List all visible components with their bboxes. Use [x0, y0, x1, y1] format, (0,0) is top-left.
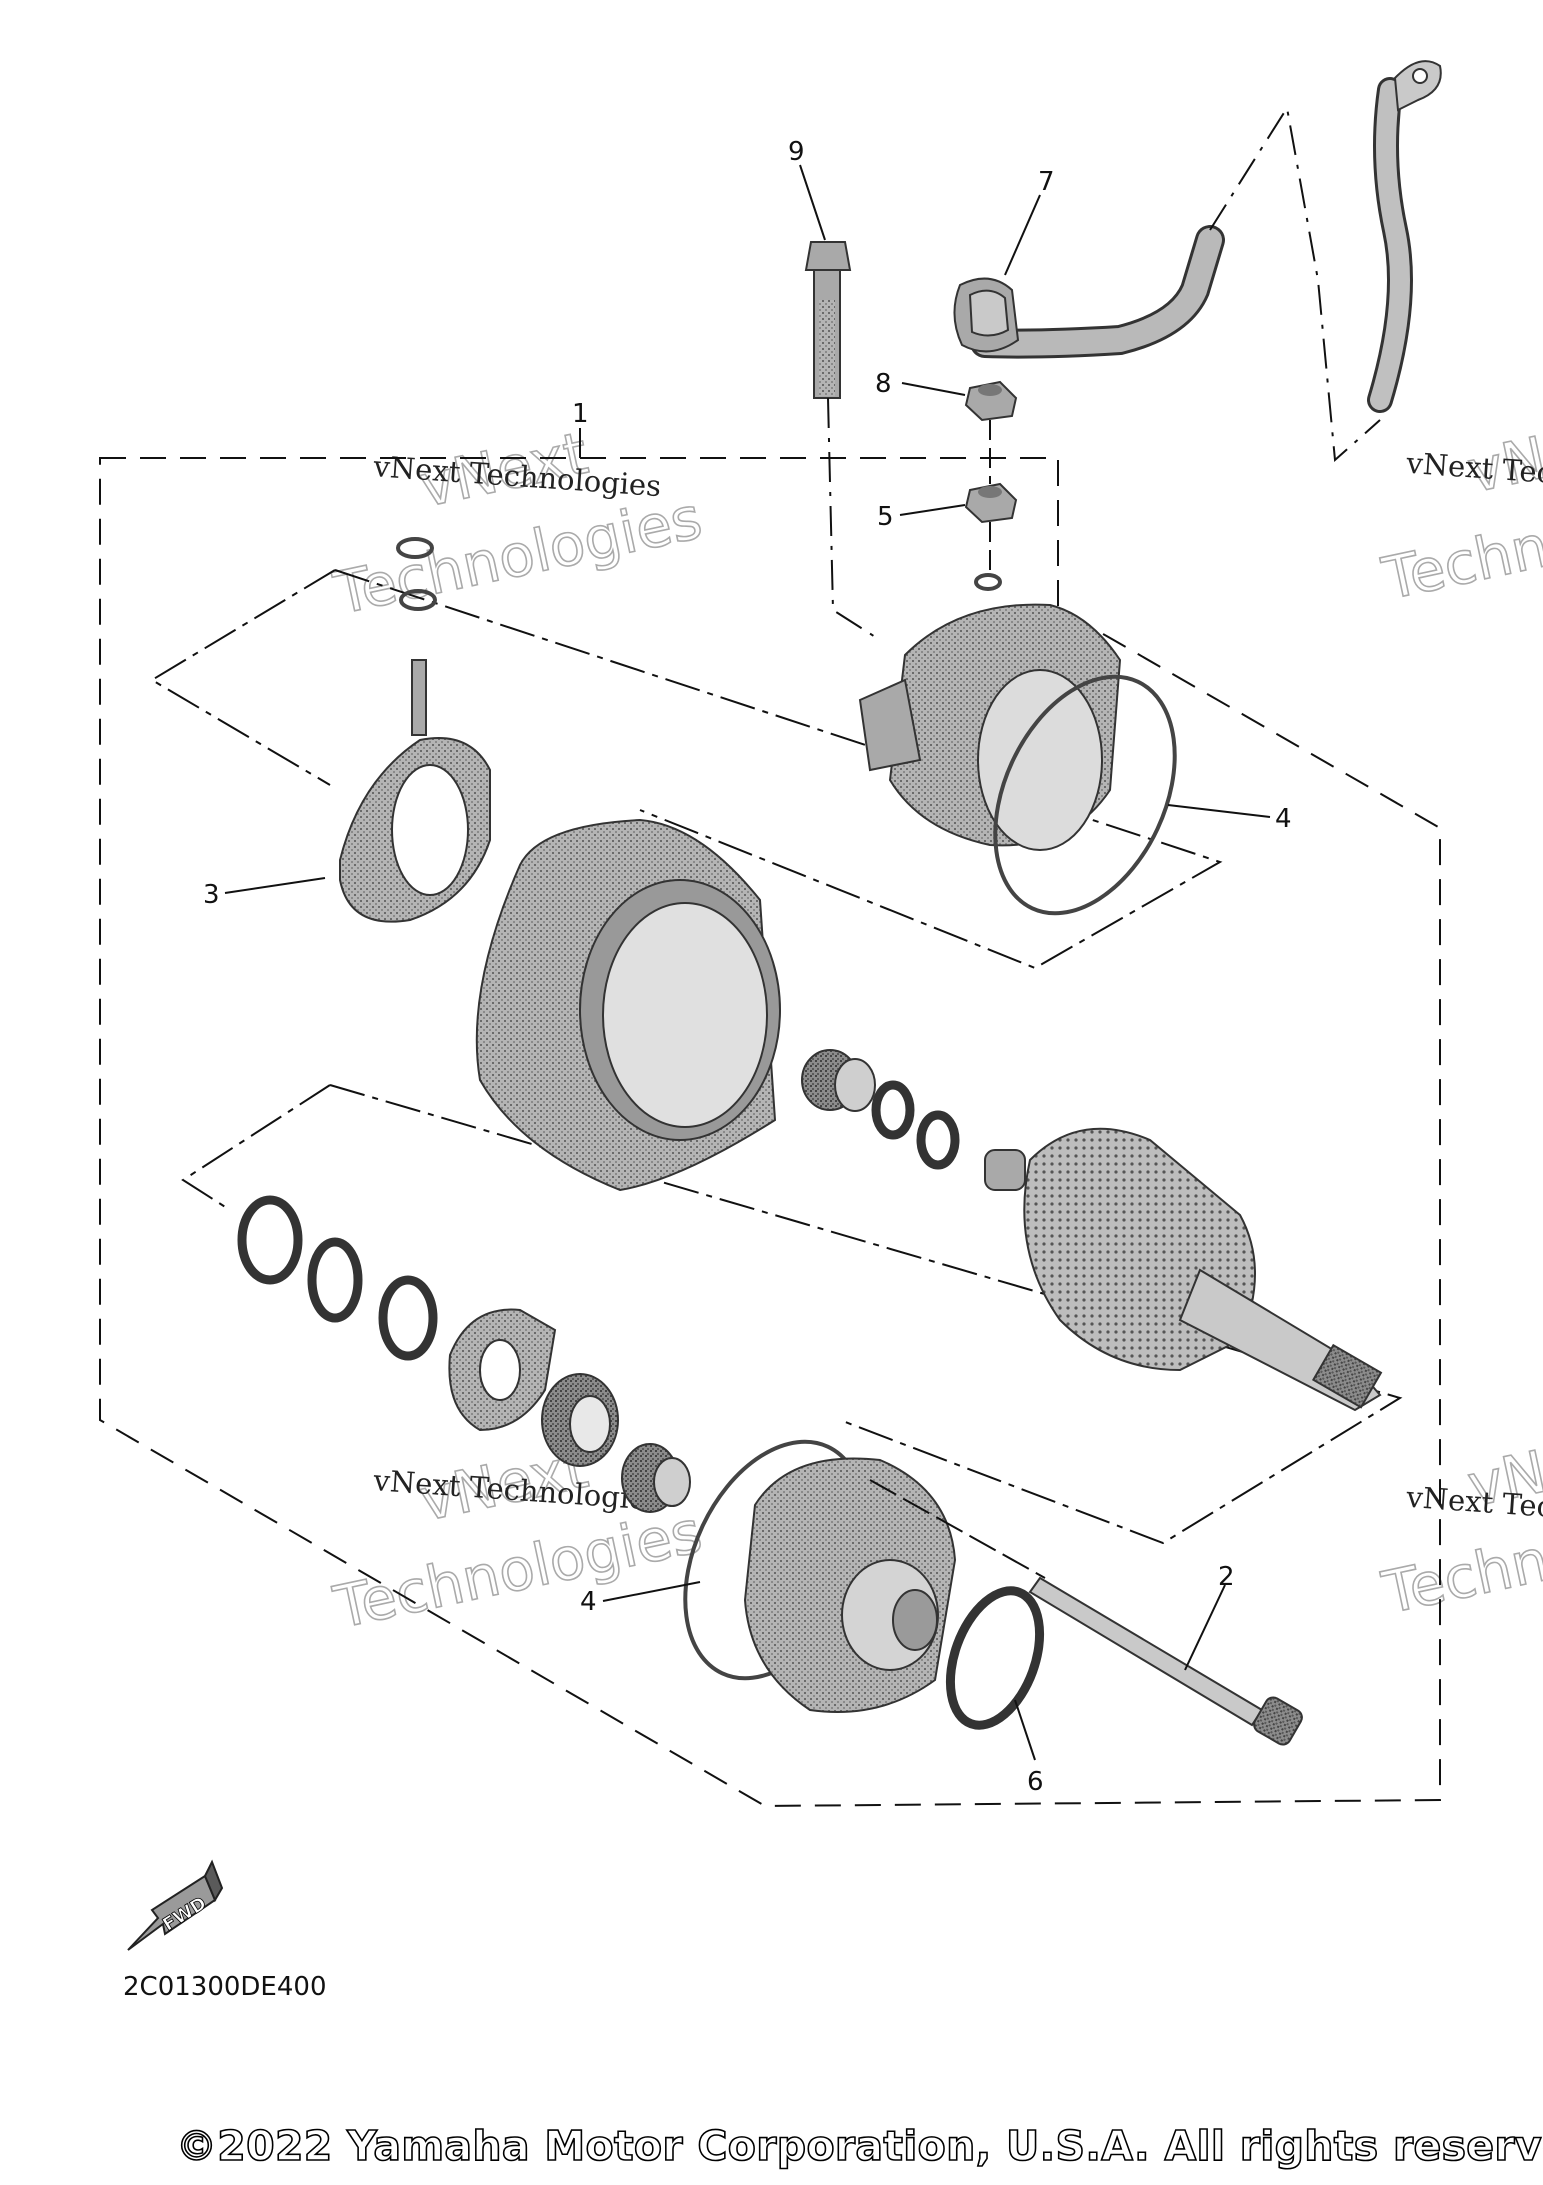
callout-3: 3 [203, 880, 220, 910]
washer-small-5 [974, 573, 1002, 591]
watermark-bottom-right: vNext Technologies vNext Tec [1376, 1418, 1543, 1628]
rear-yoke-housing [858, 603, 1122, 851]
thrust-washer-lower-1 [237, 1195, 303, 1285]
thrust-washer-lower-3 [378, 1275, 438, 1361]
part-4-o-ring-upper [993, 674, 1177, 916]
callout-5: 5 [877, 502, 894, 532]
thrust-washer-mid-2 [916, 1110, 960, 1170]
armature [984, 1127, 1383, 1412]
copyright-notice: ©2022 Yamaha Motor Corporation, U.S.A. A… [175, 2121, 1543, 2171]
callout-1: 1 [572, 399, 589, 429]
part-7-starter-cable [953, 60, 1442, 413]
lower-chain-bracket [181, 1084, 1403, 1545]
leader-5 [899, 504, 966, 516]
leader-2 [1184, 1584, 1226, 1671]
watermark-big-line2: Technologies [328, 484, 708, 628]
leader-7 [1004, 194, 1041, 276]
callout-4-upper: 4 [1275, 804, 1292, 834]
part-8-nut [964, 380, 1018, 422]
assembly-boundary [99, 457, 1441, 1808]
leader-3 [224, 877, 326, 894]
bushing-middle [801, 1049, 876, 1112]
callout-7: 7 [1038, 167, 1055, 197]
part-6-o-ring [945, 1586, 1045, 1730]
leader-6 [1014, 1699, 1036, 1761]
leader-4b [602, 1581, 701, 1602]
leader-8 [901, 382, 966, 396]
part-9-axis-line [827, 397, 881, 641]
watermark-top-left: vNext Technologies vNext Technologies [327, 418, 708, 628]
through-bolt-axis [869, 1479, 1046, 1579]
document-code: 2C01300DE400 [123, 1972, 327, 2002]
callout-4-lower: 4 [580, 1587, 597, 1617]
thrust-washer-lower-2 [307, 1237, 363, 1323]
watermark-big-line2: Technologies [328, 1498, 708, 1642]
fwd-arrow-icon: FWD [127, 1859, 224, 1951]
leader-9 [799, 164, 826, 241]
thrust-washer-mid-1 [871, 1080, 915, 1140]
watermark-top-right: vNext Technologies vNext Tec [1376, 404, 1543, 614]
yoke-cylinder [475, 818, 781, 1192]
front-cover [743, 1457, 957, 1713]
leader-4a [1167, 804, 1271, 818]
brush-plate-lower [448, 1308, 557, 1432]
callout-6: 6 [1027, 1767, 1044, 1797]
part-9-long-bolt [804, 241, 852, 399]
part-3-brush-holder [339, 537, 491, 923]
bushing-lower [621, 1443, 691, 1513]
ball-bearing [541, 1373, 619, 1467]
part-5-nut [964, 482, 1018, 524]
upper-chain-bracket [150, 569, 1223, 970]
callout-9: 9 [788, 137, 805, 167]
cable-break-zigzag [1209, 105, 1381, 463]
part-2-through-bolt [1028, 1576, 1303, 1746]
callout-8: 8 [875, 369, 892, 399]
callout-2: 2 [1218, 1562, 1235, 1592]
